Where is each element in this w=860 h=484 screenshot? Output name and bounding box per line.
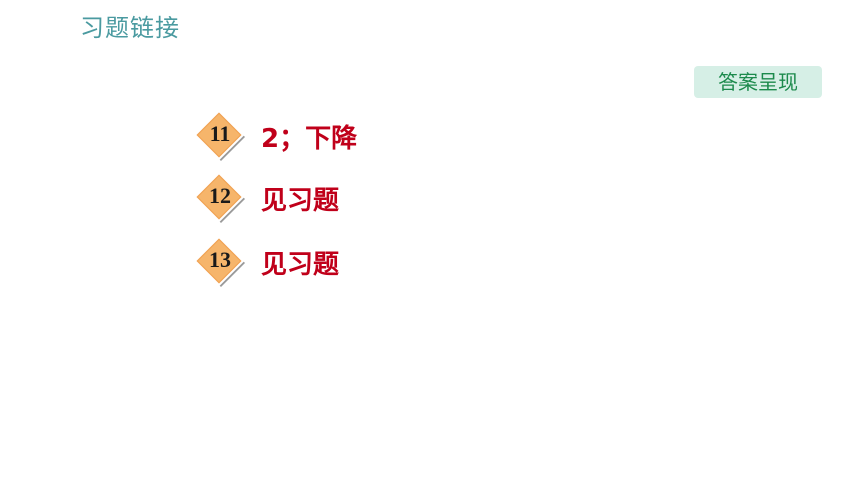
badge-number: 12 (209, 183, 231, 208)
diamond-icon (193, 109, 245, 161)
diamond-icon (193, 235, 245, 287)
badge-number: 11 (209, 121, 231, 146)
number-badge[interactable]: 12 (193, 171, 247, 225)
answer-text: 见习题 (261, 249, 340, 280)
number-badge[interactable]: 13 (193, 235, 247, 289)
number-badge[interactable]: 11 (193, 109, 247, 163)
diamond-icon (193, 171, 245, 223)
badge-number: 13 (209, 247, 231, 272)
answer-text: 2；下降 (261, 123, 358, 154)
list-item: 12 见习题 (193, 170, 339, 226)
answer-text: 见习题 (261, 185, 340, 216)
list-item: 11 2；下降 (193, 108, 357, 164)
answer-reveal-button[interactable]: 答案呈现 (694, 66, 822, 98)
list-item: 13 见习题 (193, 234, 339, 290)
page-title: 习题链接 (80, 14, 180, 42)
